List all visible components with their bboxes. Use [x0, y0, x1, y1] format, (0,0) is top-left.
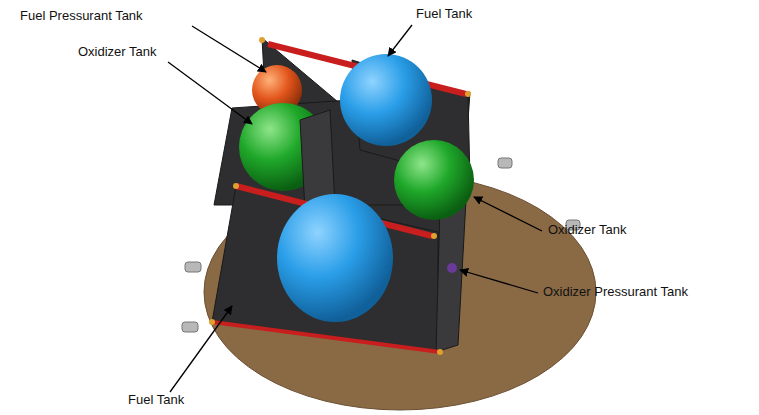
part-label: Oxidizer Tank: [548, 222, 627, 238]
leader-lines: [168, 25, 542, 392]
oxidizer-pressurant-tank: [447, 263, 457, 273]
fuel-tank: [340, 54, 432, 146]
part-label: Fuel Tank: [416, 6, 472, 22]
part-label: Oxidizer Tank: [78, 44, 157, 60]
part-label: Oxidizer Pressurant Tank: [543, 284, 688, 300]
strut: [212, 322, 440, 352]
oxidizer-tank: [394, 140, 474, 220]
part-label: Fuel Tank: [128, 392, 184, 408]
fuel-tank: [277, 194, 393, 322]
fittings: [209, 37, 471, 355]
part-label: Fuel Pressurant Tank: [20, 8, 143, 24]
